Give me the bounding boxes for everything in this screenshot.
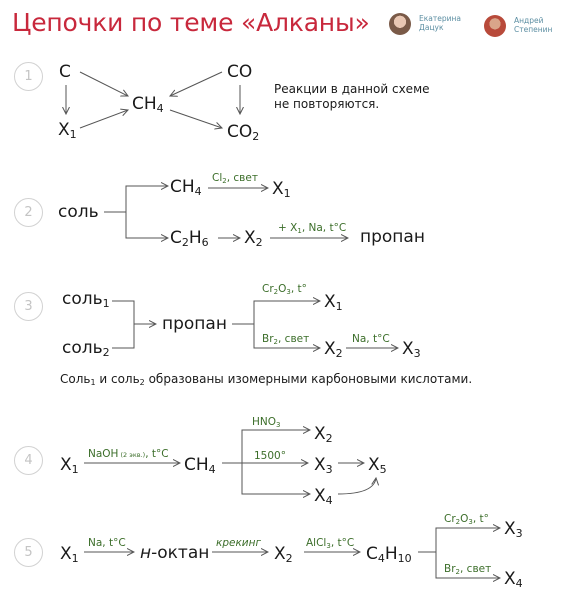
- arrow: [241, 429, 310, 495]
- condition-wurtz: Na, t°C: [352, 333, 390, 345]
- x5: X5: [368, 455, 387, 476]
- chain-number-3: 3: [14, 292, 43, 321]
- condition-decarboxylation: NaOH (2 экв.), t°C: [88, 448, 169, 460]
- salt: соль: [58, 202, 99, 222]
- arrow: [79, 71, 128, 96]
- methane: CH4: [132, 94, 164, 115]
- condition-pyrolysis: 1500°: [254, 450, 286, 462]
- carbon-dioxide: CO2: [227, 122, 260, 143]
- arrow: [337, 478, 376, 495]
- author-avatar-1: [389, 13, 411, 35]
- arrow: [253, 300, 320, 349]
- condition-bromination: Br2, свет: [262, 333, 310, 346]
- x4: X4: [504, 569, 523, 590]
- x3: X3: [314, 455, 333, 476]
- condition-chlorination: Cl2, свет: [212, 172, 258, 185]
- condition-nitration: HNO3: [252, 416, 281, 429]
- salt-2: соль2: [62, 338, 110, 359]
- author-1: Екатерина Дацук: [419, 14, 461, 32]
- carbon-monoxide: CO: [227, 62, 253, 82]
- carbon: C: [59, 62, 71, 82]
- x1: X1: [324, 292, 343, 313]
- butane: C4H10: [366, 544, 412, 565]
- condition-bromination: Br2, свет: [444, 563, 492, 576]
- chain-number-1: 1: [14, 62, 43, 91]
- arrow: [125, 185, 168, 239]
- salt-1: соль1: [62, 289, 110, 310]
- methane: CH4: [170, 177, 202, 198]
- x4: X4: [314, 486, 333, 507]
- page-title: Цепочки по теме «Алканы»: [12, 8, 370, 37]
- chain-number-2: 2: [14, 198, 43, 227]
- condition-isomerization: AlCl3, t°C: [306, 537, 355, 550]
- condition-dehydrogenation: Cr2O3, t°: [262, 283, 307, 296]
- arrow: [169, 109, 222, 128]
- author-2: Андрей Степенин: [514, 16, 553, 34]
- propane: пропан: [360, 227, 425, 247]
- x1: X1: [272, 179, 291, 200]
- condition-cracking: крекинг: [216, 537, 262, 549]
- ethane: C2H6: [170, 228, 209, 249]
- x3: X3: [504, 519, 523, 540]
- condition-wurtz: + X1, Na, t°C: [278, 222, 347, 235]
- x1: X1: [58, 120, 77, 141]
- x2: X2: [244, 228, 263, 249]
- arrow: [435, 527, 500, 579]
- author-avatar-2: [484, 15, 506, 37]
- x2: X2: [324, 339, 343, 360]
- chain-3-note: Соль1 и соль2 образованы изомерными карб…: [60, 372, 473, 387]
- n-octane: н-октан: [140, 543, 210, 563]
- x1: X1: [60, 544, 79, 565]
- propane: пропан: [162, 314, 227, 334]
- arrow: [79, 110, 128, 129]
- chain-number-4: 4: [14, 446, 43, 475]
- arrow: [112, 300, 135, 349]
- chain-1-note: Реакции в данной схеме не повторяются.: [274, 82, 430, 111]
- chain-number-5: 5: [14, 538, 43, 567]
- x3: X3: [402, 339, 421, 360]
- x2: X2: [274, 544, 293, 565]
- arrow: [170, 71, 223, 96]
- condition-dehydrogenation: Cr2O3, t°: [444, 513, 489, 526]
- condition-wurtz: Na, t°C: [88, 537, 126, 549]
- x2: X2: [314, 424, 333, 445]
- x1: X1: [60, 455, 79, 476]
- methane: CH4: [184, 455, 216, 476]
